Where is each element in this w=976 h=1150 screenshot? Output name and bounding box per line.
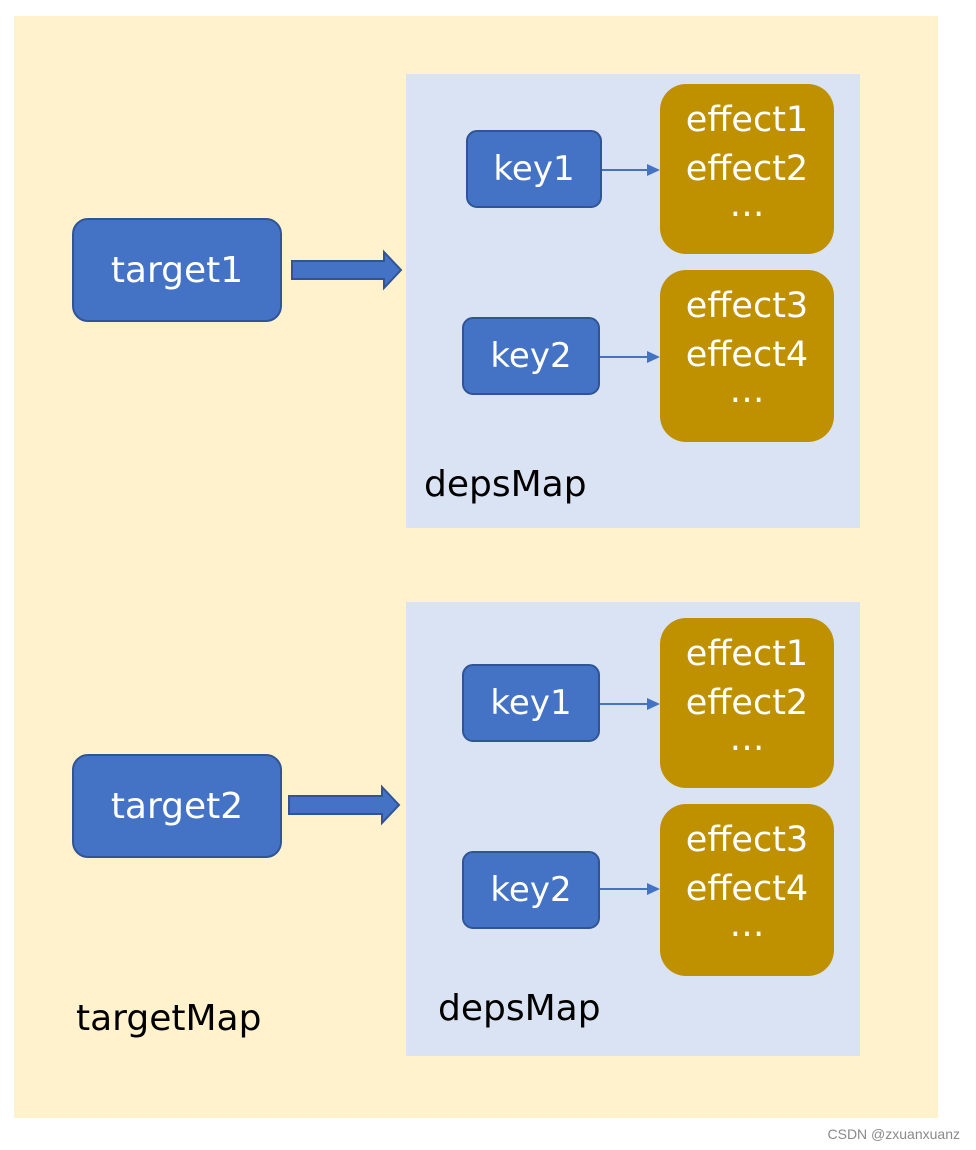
effect-label: effect4 — [685, 869, 809, 909]
effect-label: effect1 — [685, 100, 809, 140]
ellipsis: … — [729, 719, 765, 759]
group1-key1-arrow — [601, 164, 660, 176]
ellipsis: … — [729, 371, 765, 411]
effect-label: effect3 — [685, 820, 809, 860]
effect-label: effect4 — [685, 335, 809, 375]
group1-key2-label: key2 — [490, 336, 572, 376]
effect-label: effect1 — [685, 634, 809, 674]
ellipsis: … — [729, 905, 765, 945]
target1-node: target1 — [72, 218, 282, 322]
deps-map-label-1: depsMap — [424, 464, 587, 505]
target2-node: target2 — [72, 754, 282, 858]
group2-key1-label: key1 — [490, 683, 572, 723]
group2-key2-node: key2 — [462, 851, 600, 929]
group2-key2-arrow — [599, 883, 660, 895]
target1-arrow — [291, 249, 403, 291]
effect-label: effect2 — [685, 683, 809, 723]
target2-arrow — [288, 784, 401, 826]
group1-key2-node: key2 — [462, 317, 600, 395]
group1-key1-label: key1 — [493, 149, 575, 189]
target-map-label: targetMap — [76, 998, 262, 1039]
watermark: CSDN @zxuanxuanz — [827, 1126, 961, 1142]
effect-label: effect3 — [685, 286, 809, 326]
ellipsis: … — [729, 185, 765, 225]
group1-key1-effects: effect1 effect2 … — [660, 84, 834, 254]
group1-key2-arrow — [599, 351, 660, 363]
target1-label: target1 — [110, 249, 244, 291]
group2-key1-arrow — [599, 698, 660, 710]
effect-label: effect2 — [685, 149, 809, 189]
group2-key1-node: key1 — [462, 664, 600, 742]
group2-key2-label: key2 — [490, 870, 572, 910]
group1-key2-effects: effect3 effect4 … — [660, 270, 834, 442]
group1-key1-node: key1 — [466, 130, 602, 208]
group2-key2-effects: effect3 effect4 … — [660, 804, 834, 976]
deps-map-label-2: depsMap — [438, 988, 601, 1029]
target2-label: target2 — [110, 785, 244, 827]
group2-key1-effects: effect1 effect2 … — [660, 618, 834, 788]
